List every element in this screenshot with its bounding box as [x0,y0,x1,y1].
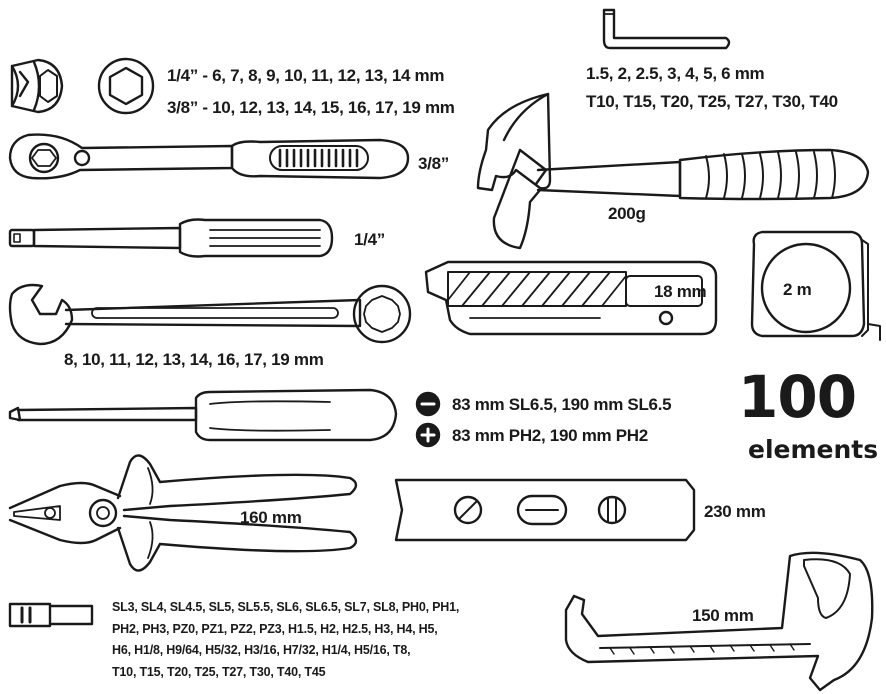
hammer-weight: 200g [608,204,646,223]
torx-key-sizes: T10, T15, T20, T25, T27, T30, T40 [586,92,838,111]
saw-length: 150 mm [692,606,754,625]
screwdriver-bit-icon [8,602,94,628]
screwdriver-icon [8,388,398,442]
combination-wrench-icon [8,283,412,346]
flat-screwdriver-sizes: 83 mm SL6.5, 190 mm SL6.5 [452,395,672,414]
flat-tip-symbol-icon [415,391,441,417]
element-count: 100 [738,363,857,431]
phillips-screwdriver-sizes: 83 mm PH2, 190 mm PH2 [452,426,648,445]
bit-sizes-list: SL3, SL4, SL4.5, SL5, SL5.5, SL6, SL6.5,… [112,597,512,683]
bit-sizes-line: H6, H1/8, H9/64, H5/32, H3/16, H7/32, H1… [112,643,411,657]
hex-socket-end-icon [97,57,155,115]
phillips-tip-symbol-icon [415,422,441,448]
bit-sizes-line: PH2, PH3, PZ0, PZ1, PZ2, PZ3, H1.5, H2, … [112,621,438,636]
utility-knife-icon [424,260,718,336]
spirit-level-icon [394,478,696,542]
extension-drive-size: 1/4” [354,230,385,249]
hacksaw-icon [564,551,874,692]
element-count-label: elements [748,435,879,464]
bit-sizes-line: T10, T15, T20, T25, T27, T30, T40, T45 [112,664,326,679]
combination-pliers-icon [8,454,358,572]
pliers-size: 160 mm [240,508,302,527]
bit-sizes-line: SL3, SL4, SL4.5, SL5, SL5.5, SL6, SL6.5,… [112,600,460,614]
tape-measure-icon [750,230,881,341]
socket-sizes-quarter-inch: 1/4” - 6, 7, 8, 9, 10, 11, 12, 13, 14 mm [167,66,445,85]
level-length: 230 mm [704,502,766,521]
hammer-icon [476,92,870,250]
extension-bar-icon [8,218,334,258]
knife-blade-width: 18 mm [654,282,707,301]
ratchet-icon [8,133,410,180]
ratchet-drive-size: 3/8” [418,154,449,173]
tape-length: 2 m [783,280,812,299]
socket-sizes-three-eighths-inch: 3/8” - 10, 12, 13, 14, 15, 16, 17, 19 mm [167,98,455,117]
socket-icon [10,58,64,114]
hex-key-icon [602,8,731,50]
wrench-sizes: 8, 10, 11, 12, 13, 14, 16, 17, 19 mm [64,350,324,369]
hex-key-sizes: 1.5, 2, 2.5, 3, 4, 5, 6 mm [586,64,765,83]
